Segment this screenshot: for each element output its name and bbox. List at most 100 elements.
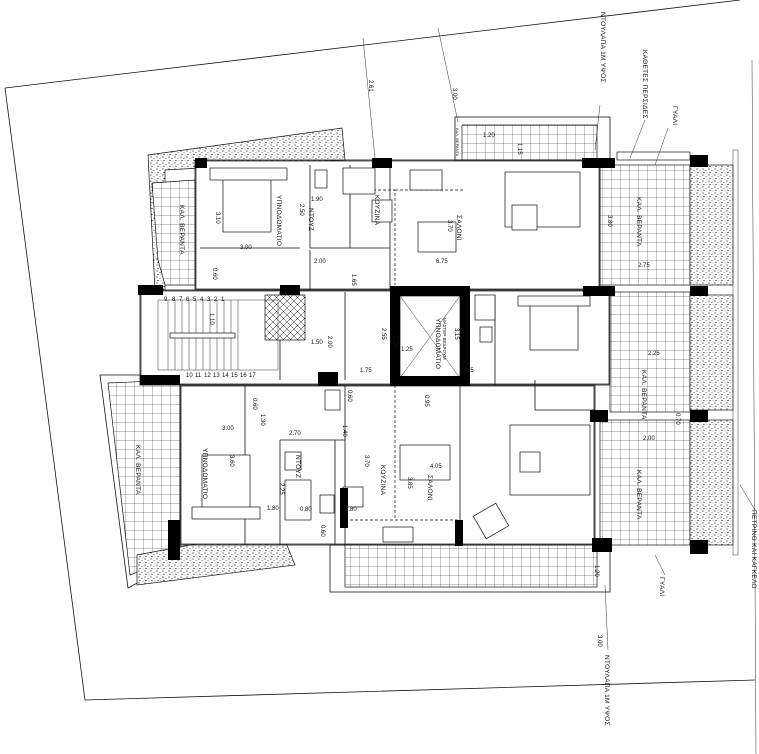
room-labels: ΝΤΟΥΛΑΠΑ 1Μ ΥΨΟΣ ΚΑΘΕΤΕΣ ΠΕΡΣΙΔΕΣ ΓΥΑΛΙ … bbox=[134, 12, 757, 726]
staircase bbox=[157, 299, 279, 371]
wardrobe-note-top: ΝΤΟΥΛΑΠΑ 1Μ ΥΨΟΣ bbox=[599, 12, 606, 83]
dimension: 3.00 bbox=[451, 88, 457, 100]
partition bbox=[200, 165, 391, 290]
step-number: 10 bbox=[186, 373, 193, 379]
dimension: 3.00 bbox=[222, 426, 234, 432]
shower-bottom-label: ΝΤΟΥΖ bbox=[294, 455, 301, 478]
stair-numbers: 9 8 7 6 5 4 3 2 1 10 11 12 13 14 15 16 1… bbox=[164, 297, 256, 379]
railing-note: ΠΕΤΡΙΝΟ ΚΑΙ ΚΑΓΚΕΛΟ bbox=[750, 510, 757, 589]
dimension: 3.00 bbox=[596, 635, 602, 647]
apartment-bottom bbox=[179, 384, 596, 546]
planter-mid-right bbox=[689, 294, 734, 411]
dimension: 3.10 bbox=[214, 212, 220, 224]
step-number: 3 bbox=[207, 297, 211, 303]
dimension: 3.15 bbox=[453, 328, 459, 340]
step-number: 17 bbox=[249, 373, 256, 379]
furniture bbox=[191, 167, 591, 543]
master-bedroom-label: ΥΠΝΟΔΩΜΑΤΙΟ bbox=[434, 318, 441, 369]
step-number: 4 bbox=[200, 297, 204, 303]
dimension: 0.60 bbox=[251, 398, 257, 410]
setback-line bbox=[362, 37, 376, 159]
wardrobe-note-bottom: ΝΤΟΥΛΑΠΑ 1Μ ΥΨΟΣ bbox=[603, 655, 610, 726]
dimension: 0.80 bbox=[300, 507, 312, 513]
step-number: 1 bbox=[221, 297, 225, 303]
dimensions: 2.61 3.00 1.20 1.15 3.10 3.00 0.60 1.90 … bbox=[208, 80, 680, 647]
dimension: 0.60 bbox=[346, 390, 352, 402]
dimension: 2.25 bbox=[278, 483, 284, 495]
veranda-bottom-right-label: ΚΑΛ. ΒΕΡΑΝΤΑ bbox=[635, 470, 642, 520]
shower-top-label: ΝΤΟΥΖ bbox=[307, 208, 314, 231]
dimension: 1.75 bbox=[360, 368, 372, 374]
dimension: 1.15 bbox=[516, 143, 522, 155]
dimension: 0.60 bbox=[211, 268, 217, 280]
dimension: 2.00 bbox=[326, 336, 332, 348]
step-number: 6 bbox=[186, 297, 190, 303]
step-number: 2 bbox=[214, 297, 218, 303]
dimension: 1.20 bbox=[483, 133, 495, 139]
dimension: 2.50 bbox=[298, 204, 304, 216]
step-number: 9 bbox=[164, 297, 168, 303]
structural-walls bbox=[138, 155, 708, 560]
veranda-small-top bbox=[461, 124, 598, 161]
dimension: 2.70 bbox=[289, 431, 301, 437]
dimension: 1.20 bbox=[593, 565, 599, 577]
step-number: 16 bbox=[240, 373, 247, 379]
dimension: 6.75 bbox=[436, 259, 448, 265]
dimension: 3.00 bbox=[240, 245, 252, 251]
veranda-top-left-label: ΚΑΛ. ΒΕΡΑΝΤΑ bbox=[178, 205, 185, 255]
dimension: 2.00 bbox=[643, 436, 655, 442]
kitchen-top-label: ΚΟΥΖΙΝΑ bbox=[373, 195, 380, 226]
dimension: 1.10 bbox=[208, 313, 214, 325]
dimension: 1.80 bbox=[267, 506, 279, 512]
step-number: 7 bbox=[179, 297, 183, 303]
planter-bottom-right bbox=[689, 419, 734, 546]
dimension: 2.25 bbox=[648, 351, 660, 357]
dimension: 2.70 bbox=[392, 336, 398, 348]
dimension: 0.70 bbox=[674, 413, 680, 425]
dimension: 3.60 bbox=[228, 455, 234, 467]
dimension: 3.85 bbox=[406, 477, 412, 489]
dimension: 3.05 bbox=[462, 368, 474, 374]
veranda-mid-right bbox=[609, 291, 691, 413]
kitchen-boundary-bottom bbox=[345, 385, 460, 521]
veranda-mid-right-label: ΚΑΛ. ΒΕΡΑΝΤΑ bbox=[640, 370, 647, 420]
setback-line bbox=[437, 27, 459, 123]
shaft bbox=[264, 294, 306, 341]
property-boundary-right bbox=[751, 59, 757, 754]
veranda-bottom-right bbox=[599, 419, 691, 546]
step-number: 14 bbox=[222, 373, 229, 379]
veranda-top-left-tiles bbox=[151, 179, 196, 286]
dimension: 0.95 bbox=[423, 395, 429, 407]
leader-line bbox=[594, 104, 756, 651]
step-number: 11 bbox=[195, 373, 202, 379]
dimension: 1.65 bbox=[350, 274, 356, 286]
dimension: 3.80 bbox=[606, 215, 612, 227]
living-top-label: ΣΑΛΟΝΙ bbox=[455, 215, 462, 241]
louvers-note: ΚΑΘΕΤΕΣ ΠΕΡΣΙΔΕΣ bbox=[641, 50, 648, 119]
bedroom-top-label: ΥΠΝΟΔΩΜΑΤΙΟ bbox=[275, 195, 282, 246]
property-boundary-left bbox=[4, 87, 756, 701]
dimension: 2.61 bbox=[367, 80, 373, 92]
dimension: 4.05 bbox=[430, 464, 442, 470]
veranda-top-right-label: ΚΑΛ. ΒΕΡΑΝΤΑ bbox=[635, 197, 642, 247]
bedroom-bottom-label: ΥΠΝΟΔΩΜΑΤΙΟ bbox=[201, 448, 208, 499]
dimension: 2.80 bbox=[345, 507, 357, 513]
dimension: 3.70 bbox=[446, 220, 452, 232]
step-number: 13 bbox=[213, 373, 220, 379]
glass-note-top: ΓΥΑΛΙ bbox=[671, 106, 678, 125]
planter-top-right bbox=[689, 164, 734, 286]
veranda-small-top-label: ΚΑΛ. ΒΕΡΑΝΤΑ bbox=[455, 128, 460, 157]
dimension: 2.75 bbox=[638, 263, 650, 269]
dimension: 2.55 bbox=[380, 328, 386, 340]
dimension: 2.00 bbox=[314, 259, 326, 265]
living-bottom-label: ΣΑΛΟΝΙ bbox=[426, 475, 433, 501]
dimension: 1.50 bbox=[311, 340, 323, 346]
kitchen-bottom-label: ΚΟΥΖΙΝΑ bbox=[379, 465, 386, 496]
dimension: 1.90 bbox=[311, 197, 323, 203]
glass-note-bottom: ΓΥΑΛΙ bbox=[658, 577, 665, 596]
veranda-bottom-left-label: ΚΑΛ. ΒΕΡΑΝΤΑ bbox=[134, 445, 141, 495]
dimension: 3.70 bbox=[363, 455, 369, 467]
step-number: 12 bbox=[204, 373, 211, 379]
step-number: 5 bbox=[193, 297, 197, 303]
